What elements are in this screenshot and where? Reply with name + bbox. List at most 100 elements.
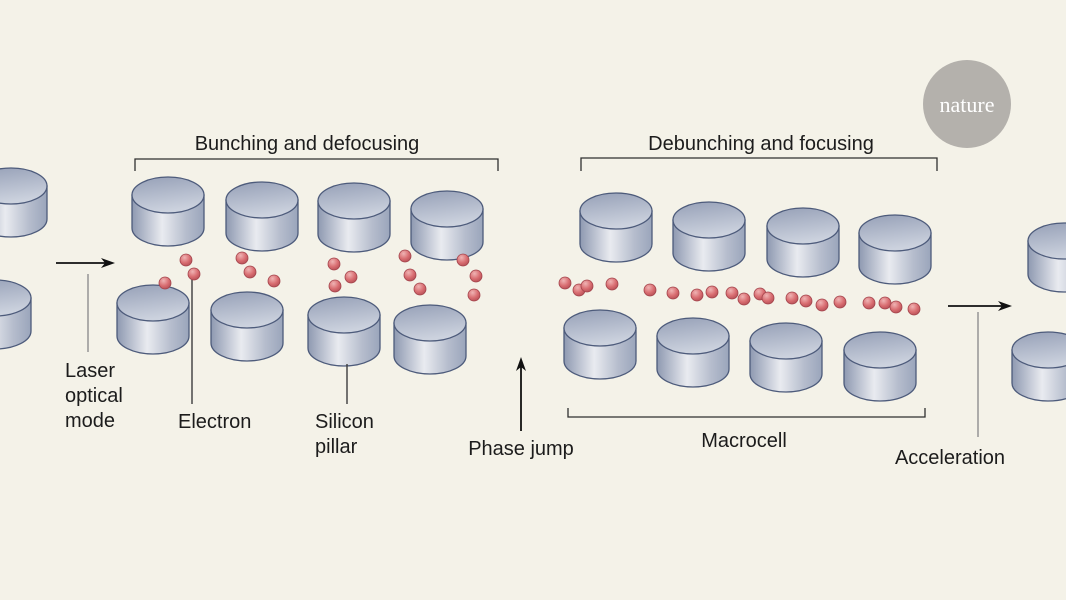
silicon-pillar	[843, 331, 917, 402]
nature-logo-circle	[923, 60, 1011, 148]
pillar-top	[410, 190, 484, 228]
acceleration-arrow-head	[998, 301, 1012, 311]
silicon-pillar	[858, 214, 932, 285]
electron	[413, 282, 427, 296]
silicon-pillar	[210, 291, 284, 362]
silicon-pillar	[410, 190, 484, 261]
electron	[327, 257, 341, 271]
silicon-pillar	[749, 322, 823, 393]
electron	[705, 285, 719, 299]
label-acceleration: Acceleration	[895, 447, 1005, 469]
label-electron: Electron	[178, 411, 251, 433]
pillar-top	[225, 181, 299, 219]
silicon-pillar	[656, 317, 730, 388]
annotation-lines-layer	[56, 157, 1012, 437]
silicon-pillar	[116, 284, 190, 355]
pillar-top	[317, 182, 391, 220]
silicon-pillar	[225, 181, 299, 252]
electron	[666, 286, 680, 300]
label-phase-jump: Phase jump	[468, 438, 574, 460]
pillar-top	[1027, 222, 1066, 260]
pillar-top	[579, 192, 653, 230]
electron	[643, 283, 657, 297]
pillar-top	[131, 176, 205, 214]
silicon-pillar	[1011, 331, 1066, 402]
electron	[235, 251, 249, 265]
bunching-bracket	[134, 158, 499, 171]
label-debunching-and-focusing: Debunching and focusing	[648, 133, 874, 155]
label-silicon-pillar-line1: Silicon	[315, 411, 374, 433]
pillar-top	[843, 331, 917, 369]
silicon-pillars-layer	[0, 167, 1066, 402]
pillar-top	[393, 304, 467, 342]
electron	[737, 292, 751, 306]
electron	[403, 268, 417, 282]
electron	[725, 286, 739, 300]
phase-jump-arrow	[516, 357, 526, 431]
pillar-top	[656, 317, 730, 355]
pillar-top	[672, 201, 746, 239]
laser-input-arrow	[56, 258, 115, 268]
pillar-top	[1011, 331, 1066, 369]
electron-beam-layer	[158, 249, 921, 316]
silicon-pillar	[307, 296, 381, 367]
label-silicon-pillar-line2: pillar	[315, 436, 358, 458]
label-laser-optical-mode-line1: Laser	[65, 360, 115, 382]
electron	[889, 300, 903, 314]
electron	[862, 296, 876, 310]
electron	[605, 277, 619, 291]
electron	[187, 267, 201, 281]
electron	[761, 291, 775, 305]
electron	[580, 279, 594, 293]
electron	[878, 296, 892, 310]
silicon-pillar	[0, 279, 32, 350]
electron	[267, 274, 281, 288]
pillar-top	[0, 167, 48, 205]
electron	[467, 288, 481, 302]
electron	[799, 294, 813, 308]
label-bunching-and-defocusing: Bunching and defocusing	[195, 133, 420, 155]
label-laser-optical-mode-line2: optical	[65, 385, 123, 407]
pillar-top	[563, 309, 637, 347]
electron	[690, 288, 704, 302]
electron	[179, 253, 193, 267]
silicon-pillar	[563, 309, 637, 380]
electron	[815, 298, 829, 312]
silicon-pillar	[131, 176, 205, 247]
label-laser-optical-mode-line3: mode	[65, 410, 115, 432]
silicon-pillar	[672, 201, 746, 272]
electron	[344, 270, 358, 284]
electron	[398, 249, 412, 263]
electron	[907, 302, 921, 316]
label-macrocell: Macrocell	[701, 430, 787, 452]
electron	[833, 295, 847, 309]
electron	[328, 279, 342, 293]
nature-logo-text: nature	[940, 92, 995, 117]
electron	[456, 253, 470, 267]
electron	[158, 276, 172, 290]
nature-logo: nature	[923, 60, 1011, 148]
pillar-top	[858, 214, 932, 252]
pillar-top	[210, 291, 284, 329]
silicon-pillar	[1027, 222, 1066, 293]
macrocell-bracket	[567, 408, 926, 418]
debunching-bracket	[580, 157, 938, 171]
phase-jump-arrow-head	[516, 357, 526, 371]
pillar-top	[749, 322, 823, 360]
pillar-top	[116, 284, 190, 322]
electron	[558, 276, 572, 290]
silicon-pillar	[393, 304, 467, 375]
silicon-pillar	[317, 182, 391, 253]
silicon-pillar	[579, 192, 653, 263]
pillar-top	[0, 279, 32, 317]
silicon-pillar	[766, 207, 840, 278]
pillar-top	[766, 207, 840, 245]
electron	[469, 269, 483, 283]
electron	[785, 291, 799, 305]
pillar-top	[307, 296, 381, 334]
acceleration-arrow	[948, 301, 1012, 311]
laser-input-arrow-head	[101, 258, 115, 268]
electron	[243, 265, 257, 279]
